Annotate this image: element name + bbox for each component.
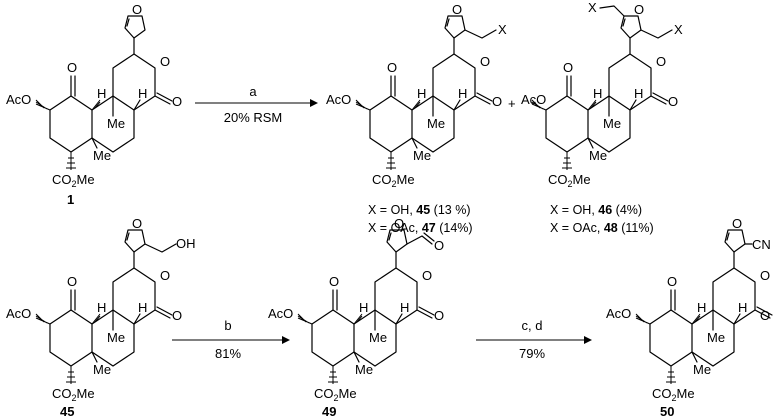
substituent-x: X	[674, 22, 683, 37]
aco-label: AcO	[6, 306, 31, 321]
plus-sign: +	[508, 96, 516, 111]
co2me-label: CO2Me	[372, 172, 415, 189]
lactone-oxygen: O	[160, 54, 170, 69]
h-label: H	[97, 86, 106, 101]
lactone-carbonyl-oxygen: O	[172, 308, 182, 323]
ketone-oxygen: O	[329, 274, 339, 289]
co2me-label: CO2Me	[314, 386, 357, 403]
hydroxyl-label: OH	[176, 236, 196, 251]
me-label: Me	[589, 148, 607, 163]
me-label: Me	[355, 362, 373, 377]
yield-label: 81%	[215, 346, 241, 361]
h-label: H	[697, 300, 706, 315]
lactone-carbonyl-oxygen: O	[668, 94, 678, 109]
me-label: Me	[603, 116, 621, 131]
compound-45: OH O O O O AcO H H Me Me CO2Me 45	[6, 216, 196, 418]
me-label: Me	[93, 362, 111, 377]
me-label: Me	[107, 330, 125, 345]
aco-label: AcO	[521, 92, 546, 107]
compound-50: CN O O O O AcO H H Me Me CO2Me 50	[606, 216, 773, 418]
me-label: Me	[413, 148, 431, 163]
furan-oxygen: O	[452, 2, 462, 17]
lactone-oxygen: O	[422, 268, 432, 283]
caption-line-1: X = OH, 46 (4%)	[550, 203, 642, 217]
co2me-label: CO2Me	[52, 386, 95, 403]
condition-label: 20% RSM	[224, 110, 283, 125]
aldehyde-oxygen: O	[434, 238, 444, 253]
me-label: Me	[107, 116, 125, 131]
h-label: H	[593, 86, 602, 101]
nitrile-label: CN	[752, 237, 771, 252]
ketone-oxygen: O	[67, 60, 77, 75]
me-label: Me	[707, 330, 725, 345]
h-label: H	[400, 300, 409, 315]
compound-number: 45	[60, 404, 74, 418]
compound-45-47: X O O O O AcO H H Me Me CO2Me X = OH, 45…	[326, 2, 507, 235]
substituent-x: X	[588, 0, 597, 15]
co2me-label: CO2Me	[548, 172, 591, 189]
reaction-arrow-a: a 20% RSM	[195, 84, 318, 125]
caption-line-2: X = OAc, 48 (11%)	[550, 221, 654, 235]
h-label: H	[138, 300, 147, 315]
substituent-x: X	[498, 22, 507, 37]
ketone-oxygen: O	[667, 274, 677, 289]
caption-line-1: X = OH, 45 (13 %)	[368, 203, 470, 217]
furan-oxygen: O	[132, 2, 142, 17]
me-label: Me	[693, 362, 711, 377]
co2me-label: CO2Me	[52, 172, 95, 189]
h-label: H	[359, 300, 368, 315]
compound-1: O O O O AcO H H Me Me CO2Me 1	[6, 2, 182, 207]
h-label: H	[458, 86, 467, 101]
h-label: H	[417, 86, 426, 101]
reaction-arrow-b: b 81%	[172, 318, 290, 361]
yield-label: 79%	[519, 346, 545, 361]
furan-oxygen: O	[732, 216, 742, 231]
h-label: H	[738, 300, 747, 315]
compound-number: 49	[322, 404, 336, 418]
aco-label: AcO	[6, 92, 31, 107]
ketone-oxygen: O	[67, 274, 77, 289]
me-label: Me	[369, 330, 387, 345]
furan-oxygen: O	[132, 216, 142, 231]
ketone-oxygen: O	[387, 60, 397, 75]
compound-46-48: X X O O O O AcO H H Me Me CO2Me X = OH, …	[521, 0, 683, 235]
co2me-label: CO2Me	[652, 386, 695, 403]
h-label: H	[138, 86, 147, 101]
reagent-label: b	[224, 318, 231, 333]
compound-number: 1	[67, 192, 74, 207]
lactone-carbonyl-oxygen: O	[172, 94, 182, 109]
lactone-oxygen: O	[760, 268, 770, 283]
me-label: Me	[427, 116, 445, 131]
lactone-oxygen: O	[656, 54, 666, 69]
aco-label: AcO	[326, 92, 351, 107]
lactone-carbonyl-oxygen: O	[434, 308, 444, 323]
lactone-carbonyl-oxygen: O	[492, 94, 502, 109]
h-label: H	[97, 300, 106, 315]
lactone-carbonyl-oxygen: O	[760, 308, 770, 323]
lactone-oxygen: O	[160, 268, 170, 283]
lactone-oxygen: O	[480, 54, 490, 69]
furan-oxygen: O	[634, 2, 644, 17]
aco-label: AcO	[268, 306, 293, 321]
compound-49: O O O O O AcO H H Me Me CO2Me 49	[268, 216, 444, 418]
reagent-label: c, d	[522, 318, 543, 333]
compound-number: 50	[660, 404, 674, 418]
reagent-label: a	[249, 84, 257, 99]
me-label: Me	[93, 148, 111, 163]
reaction-arrow-cd: c, d 79%	[476, 318, 592, 361]
caption-line-2: X = OAc, 47 (14%)	[368, 221, 473, 235]
furan-oxygen: O	[394, 216, 404, 231]
aco-label: AcO	[606, 306, 631, 321]
h-label: H	[634, 86, 643, 101]
ketone-oxygen: O	[563, 60, 573, 75]
